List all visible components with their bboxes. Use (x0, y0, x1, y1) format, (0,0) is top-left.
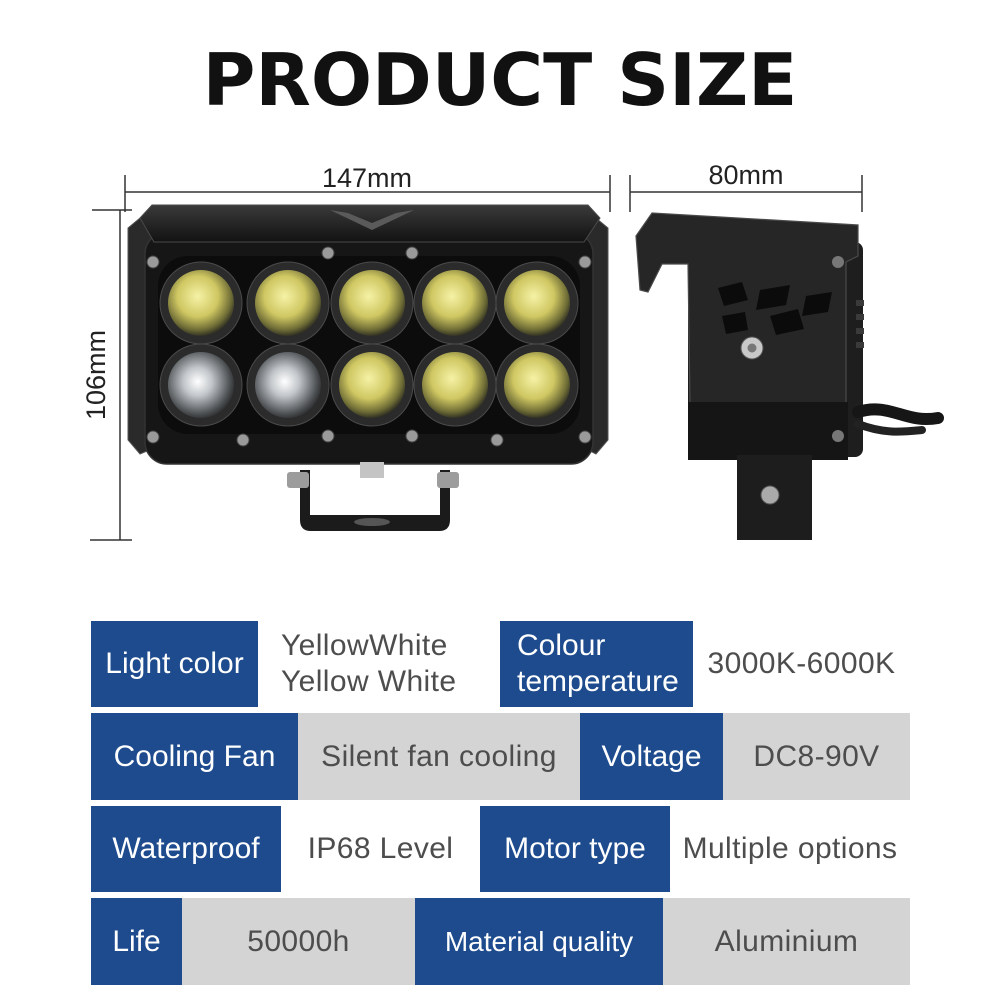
spec-value-colour-temperature: 3000K-6000K (707, 647, 896, 680)
spec-label-waterproof: Waterproof (91, 806, 281, 892)
depth-label: 80mm (708, 160, 783, 190)
light-color-line-1: YellowWhite (281, 629, 448, 662)
spec-value-cooling-fan: Silent fan cooling (298, 713, 580, 800)
width-label: 147mm (322, 163, 412, 193)
width-dimension: 147mm (124, 163, 611, 212)
lens-row-bottom (159, 343, 579, 427)
spec-value-waterproof: IP68 Level (307, 832, 454, 865)
page-title: PRODUCT SIZE (202, 38, 798, 122)
spec-value-life: 50000h (182, 898, 415, 985)
spec-label-cooling-fan: Cooling Fan (91, 713, 298, 800)
light-color-line-2: Yellow White (281, 665, 457, 698)
product-size-figure: 147mm 80mm 106mm (81, 160, 944, 541)
spec-label-light-color: Light color (91, 621, 258, 707)
spec-value-voltage: DC8-90V (723, 713, 910, 800)
spec-label-voltage: Voltage (580, 713, 723, 800)
spec-label-life: Life (91, 898, 182, 985)
spec-label-colour-temperature: Colour temperature (500, 621, 693, 707)
lens-row-top (159, 261, 579, 345)
spec-value-motor-type: Multiple options (682, 832, 898, 865)
spec-label-motor-type: Motor type (480, 806, 670, 892)
depth-dimension: 80mm (629, 160, 863, 212)
front-view-image (127, 204, 609, 531)
spec-label-material-quality: Material quality (415, 898, 663, 985)
spec-value-light-color: YellowWhite Yellow White (258, 621, 500, 707)
mount-bracket (287, 462, 459, 531)
spec-value-material-quality: Aluminium (663, 898, 910, 985)
height-dimension: 106mm (81, 209, 132, 541)
screws (146, 246, 592, 447)
side-view-image (635, 212, 944, 540)
height-label: 106mm (81, 330, 111, 420)
